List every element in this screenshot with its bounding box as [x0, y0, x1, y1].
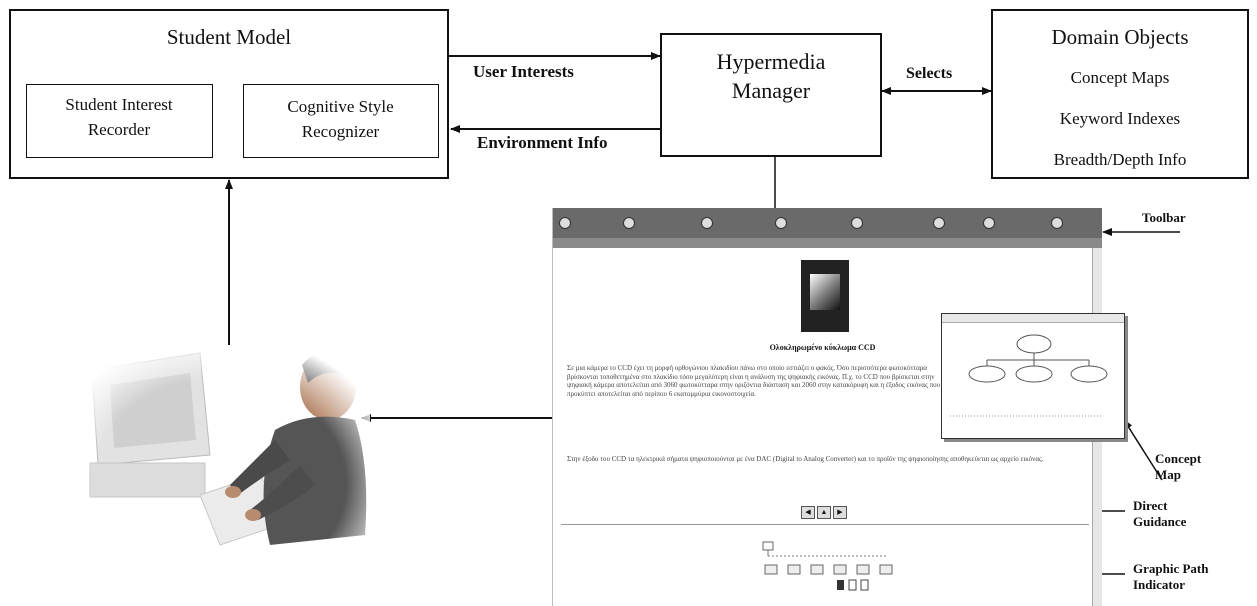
domain-item-keyword-indexes: Keyword Indexes	[1059, 109, 1181, 128]
domain-objects-box: Domain Objects Concept Maps Keyword Inde…	[991, 9, 1249, 179]
screenshot-paragraph-2: Στην έξοδο του CCD τα ηλεκτρικά σήματα ψ…	[567, 455, 1044, 463]
screenshot-divider	[561, 524, 1089, 525]
callout-toolbar: Toolbar	[1142, 210, 1186, 225]
ccd-image	[801, 260, 849, 332]
concept-map-titlebar	[942, 314, 1124, 323]
guidance-up-button[interactable]: ▲	[817, 506, 831, 519]
toolbar-button-5[interactable]	[851, 214, 863, 232]
domain-item-breadth-depth: Breadth/Depth Info	[1053, 150, 1187, 169]
toolbar-icon-7	[983, 217, 995, 229]
style-recognizer-line2: Recognizer	[301, 122, 380, 141]
callout-graphic-path-line1: Graphic Path	[1133, 561, 1209, 576]
toolbar-button-2[interactable]	[623, 214, 635, 232]
guidance-buttons: ◀ ▲ ▶	[801, 506, 847, 519]
callout-graphic-path-line2: Indicator	[1133, 577, 1185, 592]
user-at-computer-illustration	[70, 345, 370, 597]
label-selects: Selects	[906, 65, 953, 82]
toolbar-button-3[interactable]	[701, 214, 713, 232]
toolbar-icon-2	[623, 217, 635, 229]
screenshot-paragraph-1: Σε μια κάμερα το CCD έχει τη μορφή ορθογ…	[567, 364, 941, 398]
toolbar-icon-1	[559, 217, 571, 229]
screenshot-page-heading: Ολοκληρωμένο κύκλωμα CCD	[769, 343, 876, 352]
student-interest-recorder-box: Student Interest Recorder	[26, 84, 213, 158]
domain-objects-title: Domain Objects	[1051, 25, 1189, 49]
concept-map-graph	[950, 334, 1108, 417]
student-model-box: Student Model Student Interest Recorder …	[9, 9, 449, 179]
guidance-prev-button[interactable]: ◀	[801, 506, 815, 519]
style-recognizer-line1: Cognitive Style	[287, 97, 394, 116]
toolbar-button-6[interactable]	[933, 214, 945, 232]
callout-direct-guidance-line2: Guidance	[1133, 514, 1187, 529]
arrow-concept-map-callout	[1123, 419, 1163, 481]
label-user-interests: User Interests	[473, 62, 574, 81]
toolbar-icon-8	[1051, 217, 1063, 229]
toolbar-icon-6	[933, 217, 945, 229]
toolbar-button-1[interactable]	[559, 214, 571, 232]
concept-map-window[interactable]	[941, 313, 1125, 439]
graphic-path-tree	[762, 541, 893, 591]
label-environment-info: Environment Info	[477, 133, 608, 152]
cognitive-style-recognizer-box: Cognitive Style Recognizer	[243, 84, 439, 158]
domain-item-concept-maps: Concept Maps	[1070, 68, 1170, 87]
toolbar-button-4[interactable]	[775, 214, 787, 232]
callout-direct-guidance-line1: Direct	[1133, 498, 1168, 513]
screenshot-toolbar	[553, 208, 1102, 238]
toolbar-icon-5	[851, 217, 863, 229]
toolbar-button-7[interactable]	[983, 214, 995, 232]
hypermedia-manager-line1: Hypermedia	[716, 49, 826, 74]
guidance-next-button[interactable]: ▶	[833, 506, 847, 519]
toolbar-icon-3	[701, 217, 713, 229]
callout-concept-map-line2: Map	[1155, 467, 1181, 482]
callout-concept-map-line1: Concept	[1155, 451, 1202, 466]
hypermedia-manager-box: Hypermedia Manager	[660, 33, 882, 157]
toolbar-button-8[interactable]	[1051, 214, 1063, 232]
interest-recorder-line2: Recorder	[87, 120, 151, 139]
hypermedia-manager-line2: Manager	[731, 78, 811, 103]
toolbar-icon-4	[775, 217, 787, 229]
student-model-title: Student Model	[166, 25, 292, 49]
screenshot-subbar	[553, 238, 1102, 248]
interest-recorder-line1: Student Interest	[65, 95, 173, 114]
